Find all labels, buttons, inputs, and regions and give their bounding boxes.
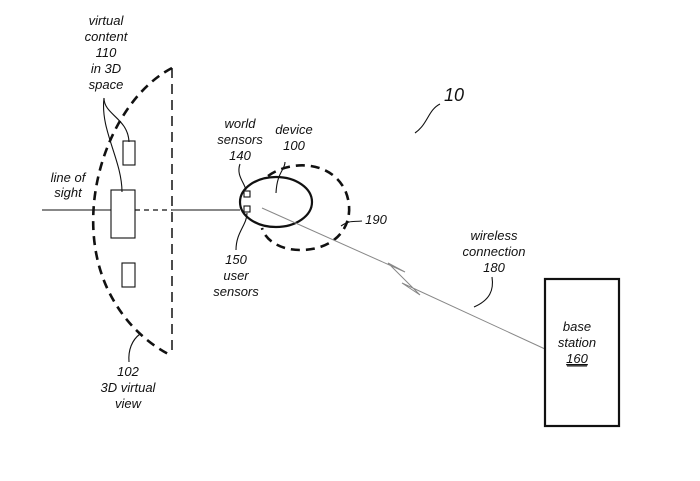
line-of-sight-label: line of sight bbox=[51, 170, 87, 200]
virtual-content-leader-2 bbox=[102, 97, 123, 193]
device-ellipse bbox=[238, 175, 314, 229]
wireless-connection-label: wireless connection 180 bbox=[463, 228, 526, 275]
range-leader bbox=[340, 220, 363, 227]
view-arc bbox=[91, 66, 173, 358]
svg-text:sight: sight bbox=[54, 185, 83, 200]
svg-text:160: 160 bbox=[566, 351, 588, 366]
svg-text:user: user bbox=[223, 268, 249, 283]
svg-text:140: 140 bbox=[229, 148, 251, 163]
view-label-leader bbox=[128, 333, 141, 363]
svg-text:sensors: sensors bbox=[217, 132, 263, 147]
view-3d-label: 102 3D virtual view bbox=[101, 364, 157, 411]
svg-text:virtual: virtual bbox=[89, 13, 125, 28]
world-sensors-leader bbox=[238, 163, 247, 191]
user-sensors-leader bbox=[235, 212, 248, 251]
svg-text:102: 102 bbox=[117, 364, 139, 379]
svg-text:content: content bbox=[85, 29, 129, 44]
svg-text:wireless: wireless bbox=[471, 228, 518, 243]
figure-number-leader bbox=[414, 103, 441, 134]
range-label: 190 bbox=[365, 212, 387, 227]
svg-text:device: device bbox=[275, 122, 313, 137]
virtual-content-leader-1 bbox=[103, 97, 130, 143]
svg-text:line of: line of bbox=[51, 170, 87, 185]
base-station-box bbox=[543, 277, 621, 428]
svg-text:sensors: sensors bbox=[213, 284, 259, 299]
wireless-connection-line bbox=[261, 207, 546, 350]
svg-text:150: 150 bbox=[225, 252, 247, 267]
svg-text:3D virtual: 3D virtual bbox=[101, 380, 157, 395]
virtual-content-box-bottom bbox=[121, 262, 136, 288]
svg-text:view: view bbox=[115, 396, 143, 411]
figure-number: 10 bbox=[444, 85, 464, 105]
base-station-label: base station 160 bbox=[558, 319, 596, 366]
world-sensors-label: world sensors 140 bbox=[217, 116, 263, 163]
svg-text:100: 100 bbox=[283, 138, 305, 153]
virtual-content-box-center bbox=[110, 189, 136, 239]
svg-text:world: world bbox=[224, 116, 256, 131]
device-range-circle bbox=[260, 164, 351, 252]
virtual-content-label: virtual content 110 in 3D space bbox=[85, 13, 129, 92]
svg-text:180: 180 bbox=[483, 260, 505, 275]
virtual-content-box-top bbox=[122, 140, 136, 166]
svg-text:station: station bbox=[558, 335, 596, 350]
user-sensor bbox=[243, 205, 251, 213]
device-leader bbox=[275, 161, 286, 194]
user-sensors-label: 150 user sensors bbox=[213, 252, 259, 299]
device-label: device 100 bbox=[275, 122, 313, 153]
svg-text:space: space bbox=[89, 77, 124, 92]
world-sensor bbox=[243, 190, 251, 198]
svg-text:in 3D: in 3D bbox=[91, 61, 121, 76]
svg-text:base: base bbox=[563, 319, 591, 334]
wireless-leader bbox=[473, 276, 494, 308]
svg-text:110: 110 bbox=[96, 45, 117, 60]
svg-text:connection: connection bbox=[463, 244, 526, 259]
